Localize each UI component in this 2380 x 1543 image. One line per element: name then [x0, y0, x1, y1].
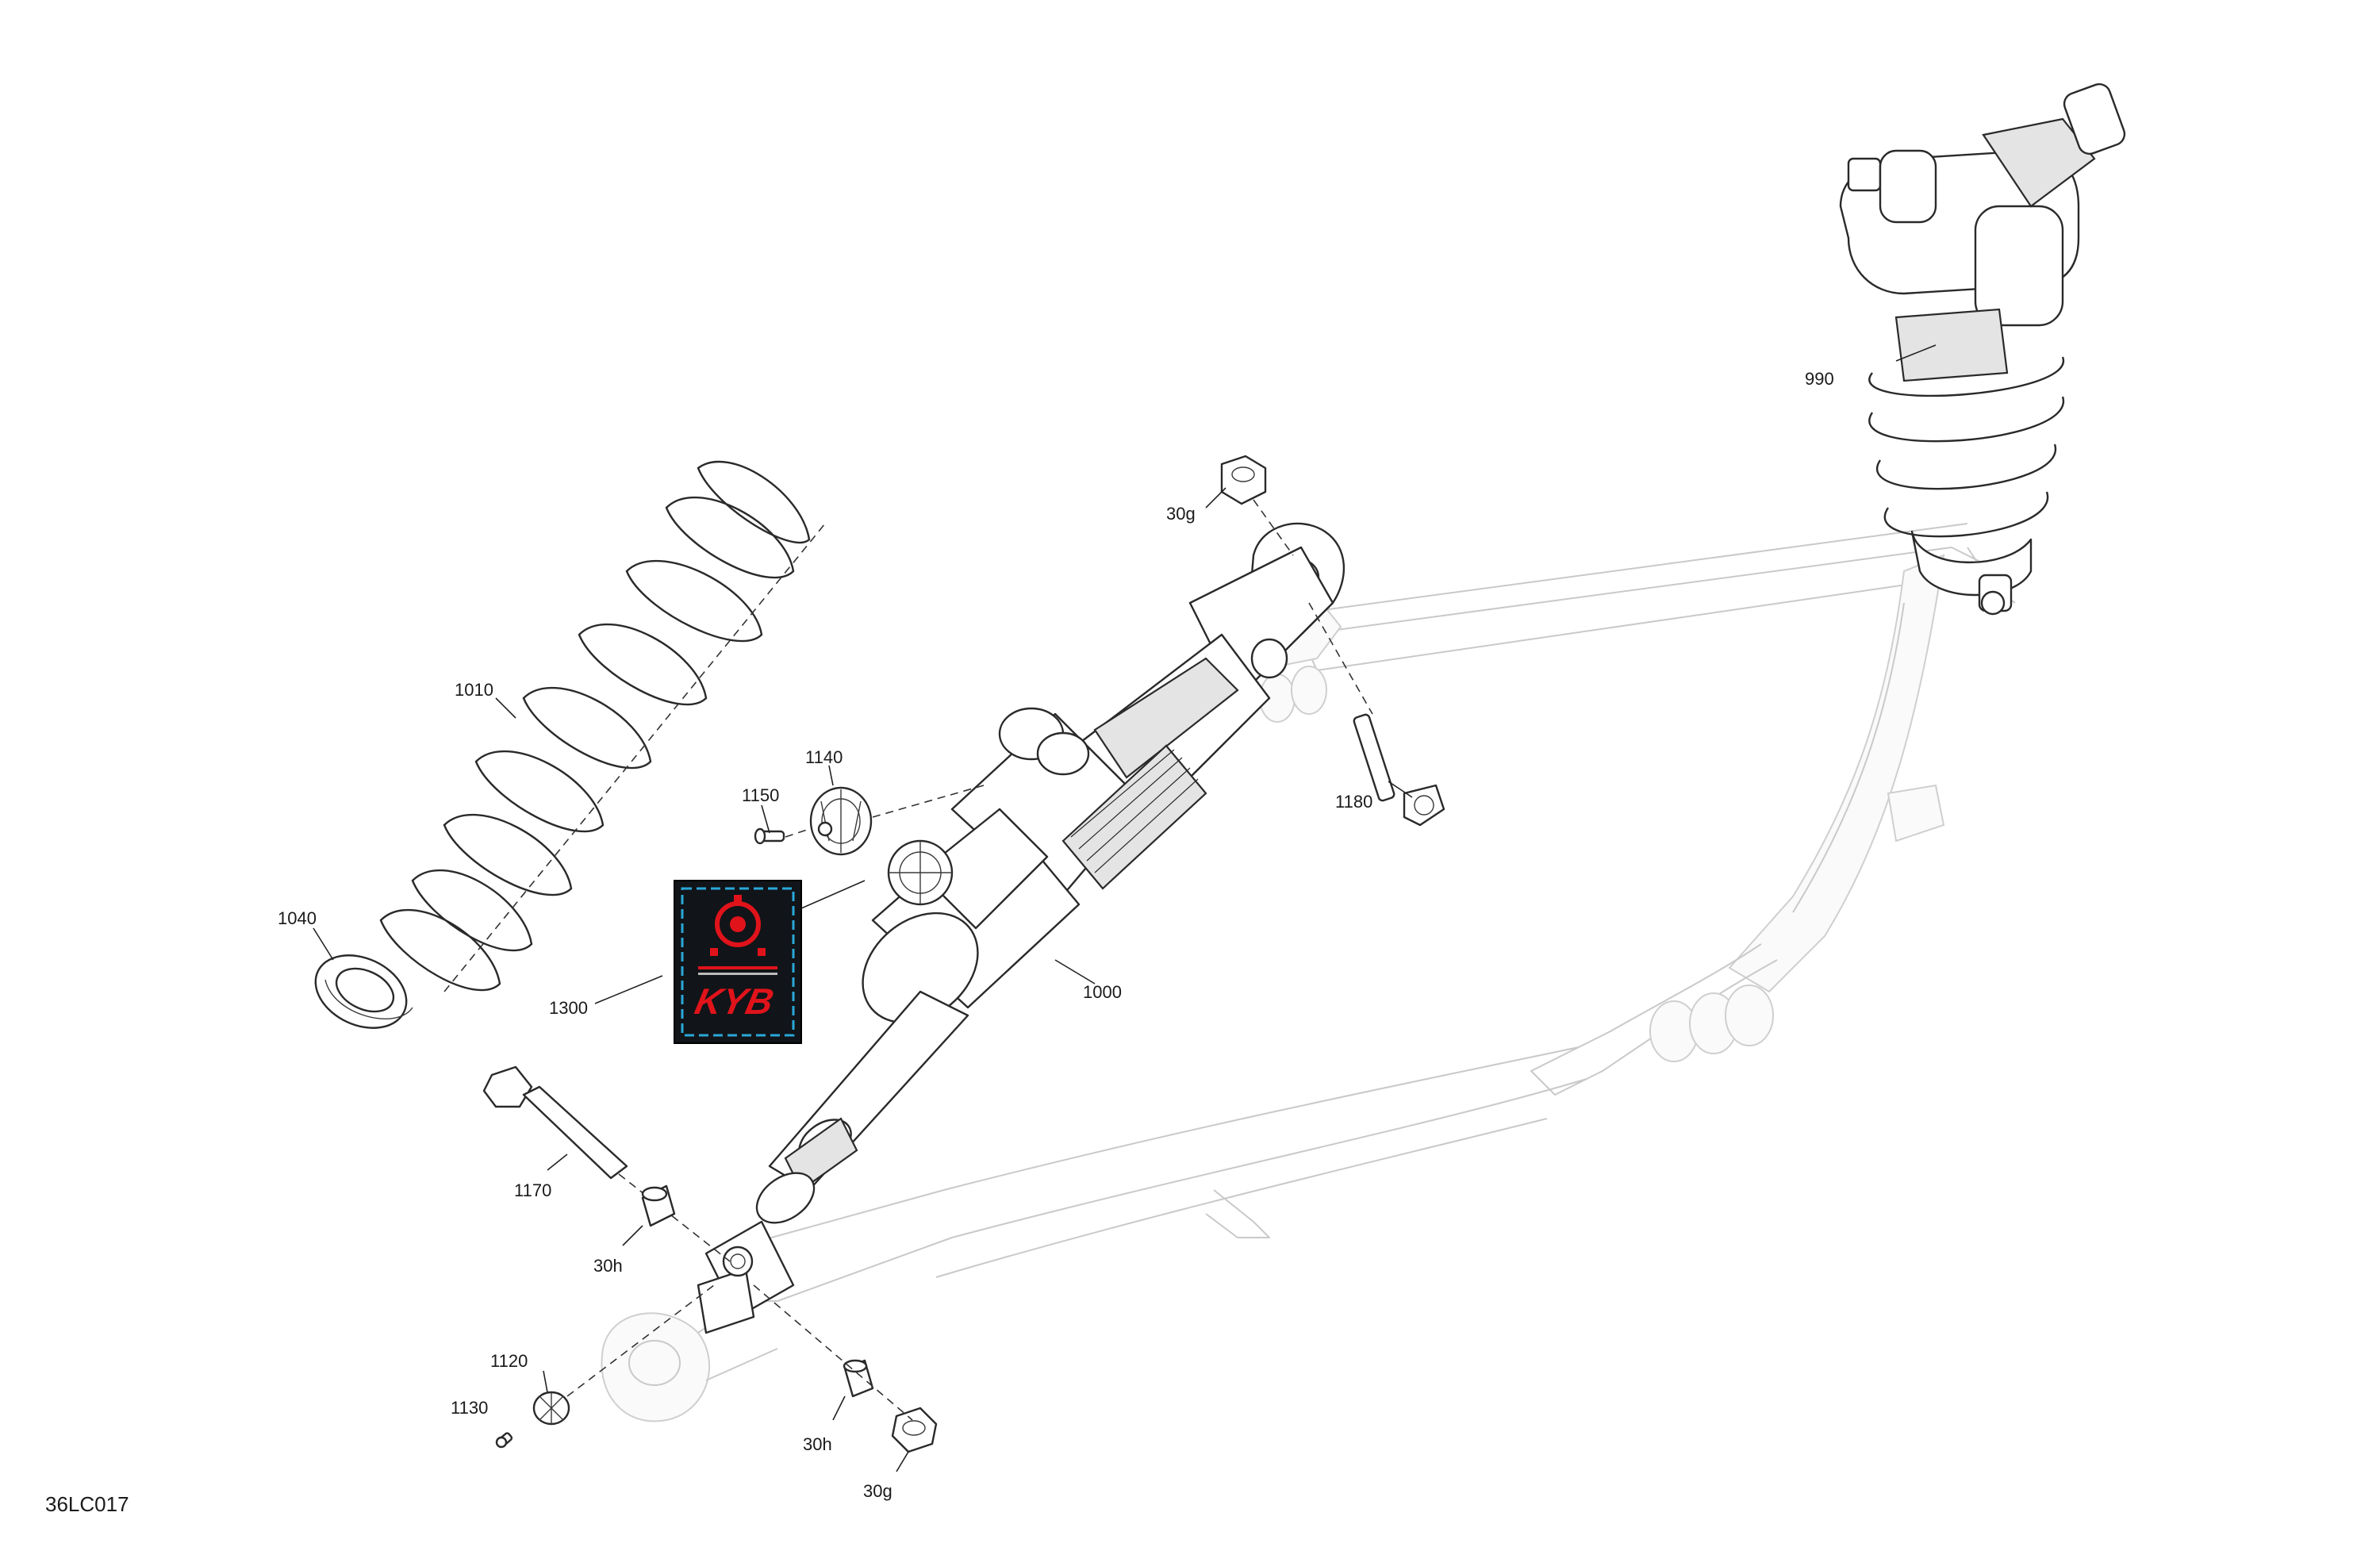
callout-30h-right: 30h: [803, 1434, 832, 1454]
kyb-decal-1300: KYB: [674, 880, 802, 1044]
callout-1180: 1180: [1335, 792, 1372, 812]
decal-brand-logo: KYB: [692, 981, 777, 1021]
callout-1150: 1150: [742, 785, 779, 805]
callout-1140: 1140: [805, 747, 843, 767]
nut-30g-bottom: [891, 1407, 938, 1453]
bolt-1180: [1353, 713, 1445, 827]
callout-1000: 1000: [1083, 982, 1122, 1002]
adjuster-knob-1120: [532, 1391, 570, 1426]
coil-spring-1010: [379, 460, 826, 992]
figure-reference: 36LC017: [45, 1492, 129, 1516]
callout-1010: 1010: [455, 680, 493, 700]
shock-absorber-1000: [697, 522, 1345, 1334]
ghost-frame: [601, 523, 2016, 1422]
nut-30g-top: [1220, 455, 1267, 505]
callout-1300: 1300: [549, 998, 588, 1018]
screw-1150: [754, 827, 785, 845]
adjuster-knob-1140: [809, 786, 873, 856]
callout-1170: 1170: [514, 1180, 551, 1200]
leader-lines: [313, 344, 1937, 1472]
callout-30g-bottom: 30g: [863, 1481, 892, 1501]
callout-1120: 1120: [490, 1351, 528, 1371]
callout-1040: 1040: [278, 908, 317, 928]
callout-990: 990: [1805, 369, 1834, 389]
callout-30h-left: 30h: [593, 1256, 623, 1276]
callout-30g-top: 30g: [1166, 504, 1196, 524]
spring-seat-1040: [314, 954, 413, 1029]
decal-background: [674, 880, 802, 1044]
spacer-30h-right: [843, 1359, 874, 1398]
callout-1130: 1130: [451, 1398, 488, 1418]
callout-labels: 990 1010 1040 1140 1150 1180 1000 1300 1…: [278, 369, 1834, 1501]
bolt-1170: [482, 1065, 628, 1180]
screw-1130: [495, 1432, 513, 1449]
spacer-30h-left: [641, 1184, 676, 1227]
shock-assembly-990: [1839, 83, 2126, 616]
